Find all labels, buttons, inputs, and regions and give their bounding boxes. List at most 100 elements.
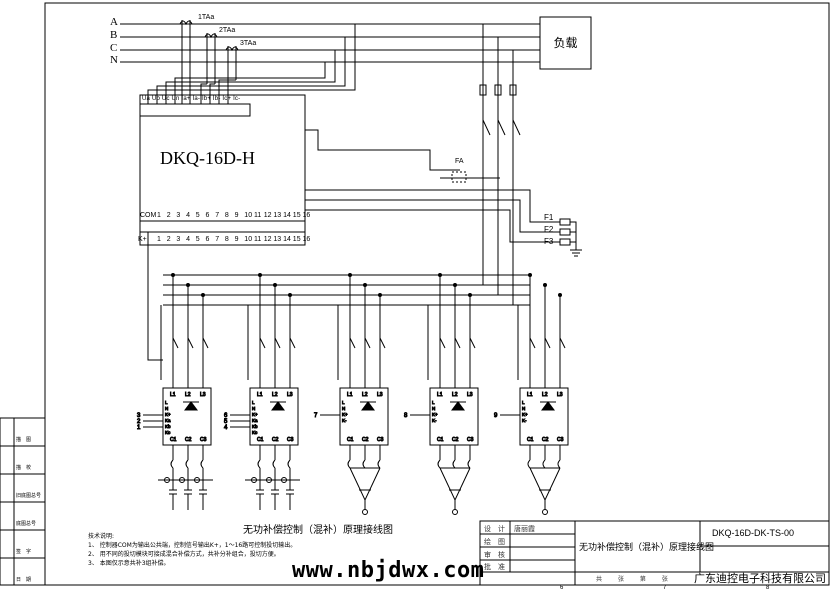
module-side-label: K+ (165, 412, 171, 417)
technical-notes: 技术说明: 1、 控制器COM为输出公共端，控制信号输出K+，1～16路可控制投… (88, 532, 296, 568)
phase-n-label: N (110, 54, 118, 66)
wire-number: 5 (224, 419, 228, 425)
module-terminal-label: L1 (257, 392, 263, 398)
module-terminal-label: L3 (377, 392, 383, 398)
output-terminal-label: 4 (186, 236, 190, 243)
company-name: 广东迪控电子科技有限公司 (694, 572, 826, 585)
title-block-title: 无功补偿控制（混补）原理接线图 (579, 543, 715, 553)
module-side-label: Kb (165, 424, 171, 429)
module-side-label: Kc (165, 430, 171, 435)
sheet-count-labels: 共 张 第 张 (596, 576, 668, 583)
output-terminal-label: 9 (234, 236, 239, 243)
module-side-label: N (165, 406, 168, 411)
controller-top-terminal-labels: Ua Ub Uc Un Ia+ Ia- Ib+ Ib- Ic+ Ic- (142, 96, 241, 102)
module-terminal-label: C3 (287, 437, 294, 443)
output-terminal-label: 6 (205, 236, 210, 243)
module-side-label: K- (432, 418, 437, 423)
output-terminal-label: 16 (302, 212, 311, 219)
note-3: 3、 本图仅示意共补3组补偿。 (88, 560, 170, 567)
module-terminal-label: C2 (272, 437, 279, 443)
drawing-frame (44, 2, 830, 586)
title-block-frame (479, 520, 830, 586)
wire-number: 3 (137, 413, 141, 419)
output-terminal-label: 5 (195, 212, 200, 219)
module-terminal-label: C3 (377, 437, 384, 443)
module-terminal-label: L3 (467, 392, 473, 398)
note-1: 1、 控制器COM为输出公共端，控制信号输出K+，1～16路可控制投切输出。 (88, 542, 297, 549)
module-terminal-label: C1 (437, 437, 444, 443)
module-terminal-label: L1 (170, 392, 176, 398)
module-side-label: L (342, 400, 345, 405)
output-terminal-label: 16 (302, 236, 311, 243)
note-2: 2、 用不同的投切模块可接成混合补偿方式，共补分补组合，投切方便。 (88, 551, 280, 558)
output-terminal-label: 2 (166, 236, 171, 243)
com-label: COM (140, 212, 157, 219)
module-terminal-label: C2 (362, 437, 369, 443)
diagram-title: 无功补偿控制（混补）原理接线图 (243, 525, 393, 536)
output-terminal-label: 15 (292, 236, 301, 243)
module-terminal-label: C3 (467, 437, 474, 443)
left-strip-labels: 描 图 描 校 旧底图总号 底图总号 签 字 日 期 (16, 437, 42, 583)
output-terminal-label: 8 (224, 212, 229, 219)
module-side-label: N (252, 406, 255, 411)
module-side-label: Kc (252, 430, 258, 435)
column-number-7: 7 (663, 585, 667, 591)
output-terminal-label: 14 (283, 236, 291, 243)
module-terminal-label: C1 (170, 437, 177, 443)
module-terminal-label: L1 (527, 392, 533, 398)
output-terminal-label: 6 (205, 212, 210, 219)
module-side-label: K+ (432, 412, 438, 417)
wire-number: 7 (314, 413, 318, 419)
wire-number: 6 (224, 413, 228, 419)
module-side-label: K- (342, 418, 347, 423)
module-terminal-label: L2 (452, 392, 458, 398)
module-terminal-label: C2 (452, 437, 459, 443)
output-terminal-label: 7 (215, 212, 220, 219)
module-terminal-label: L3 (287, 392, 293, 398)
module-terminal-label: C3 (557, 437, 564, 443)
design-label: 设 计 (484, 525, 505, 533)
output-terminal-label: 3 (176, 212, 181, 219)
output-terminal-label: 13 (273, 236, 282, 243)
ct3-label: 3TAa (240, 40, 257, 47)
module-terminal-label: C1 (347, 437, 354, 443)
k-label: K+ (138, 236, 147, 243)
phase-b-label: B (110, 29, 118, 41)
module-side-label: Ka (252, 418, 258, 423)
controller-input-wires (147, 24, 460, 171)
fuse-group (305, 189, 582, 257)
wire-number: 2 (137, 419, 141, 425)
fuse-f1-label: F1 (544, 213, 554, 222)
approve-label: 批 准 (484, 563, 505, 571)
module-side-label: K- (522, 418, 527, 423)
module-terminal-label: C1 (257, 437, 264, 443)
controller-bottom-terminals (139, 220, 306, 233)
module-terminal-label: L3 (200, 392, 206, 398)
fuse-f3-label: F3 (544, 237, 554, 246)
module-side-label: L (432, 400, 435, 405)
output-terminal-label: 2 (166, 212, 171, 219)
notes-title: 技术说明: (88, 533, 115, 540)
output-terminal-label: 3 (176, 236, 181, 243)
watermark: www.nbjdwx.com (292, 558, 485, 583)
output-terminal-label: 11 (254, 236, 262, 243)
capacitor-bus (163, 274, 530, 306)
module-terminal-label: C2 (542, 437, 549, 443)
module-terminal-label: L2 (185, 392, 191, 398)
wire-number: 8 (404, 413, 408, 419)
fa-label: FA (455, 158, 464, 165)
output-terminal-label: 10 (244, 212, 253, 219)
draw-label: 绘 图 (484, 538, 505, 546)
controller-top-terminals (139, 103, 251, 117)
output-terminal-label: 14 (283, 212, 291, 219)
wire-number: 4 (224, 425, 228, 431)
module-side-label: N (522, 406, 525, 411)
current-transformers (179, 20, 239, 88)
